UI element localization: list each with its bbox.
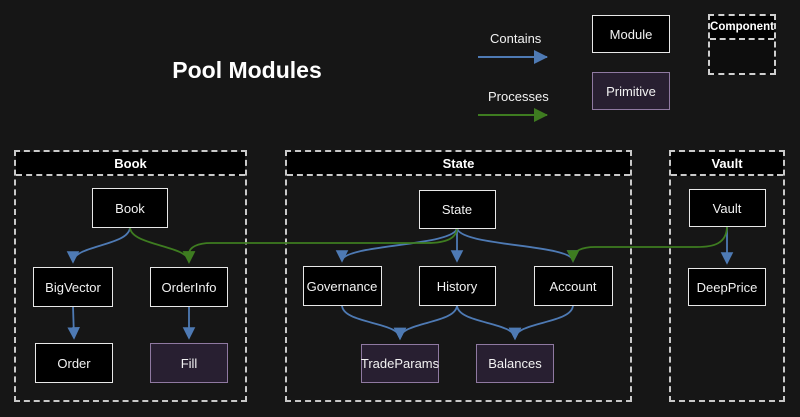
node-state: State bbox=[418, 189, 496, 229]
container-header-vault: Vault bbox=[671, 152, 783, 176]
node-balances: Balances bbox=[476, 343, 554, 383]
contains-arrow-icon bbox=[478, 50, 548, 64]
legend-module-box: Module bbox=[592, 15, 670, 53]
legend-component-box: Component bbox=[708, 14, 776, 75]
legend-component-label: Component bbox=[710, 16, 774, 40]
container-header-book: Book bbox=[16, 152, 245, 176]
node-bigvector: BigVector bbox=[33, 267, 113, 307]
legend-contains-label: Contains bbox=[490, 31, 542, 46]
container-vault: Vault bbox=[669, 150, 785, 402]
page-title: Pool Modules bbox=[172, 57, 322, 83]
legend-module-label: Module bbox=[609, 26, 653, 42]
container-state: State bbox=[285, 150, 632, 402]
node-account: Account bbox=[533, 266, 613, 306]
node-governance: Governance bbox=[302, 266, 382, 306]
node-fill: Fill bbox=[150, 343, 228, 383]
node-history: History bbox=[418, 266, 496, 306]
node-vault: Vault bbox=[688, 189, 766, 227]
node-orderinfo: OrderInfo bbox=[150, 267, 228, 307]
container-header-state: State bbox=[287, 152, 630, 176]
node-deepprice: DeepPrice bbox=[688, 268, 766, 306]
node-tradeparams: TradeParams bbox=[361, 343, 439, 383]
legend-processes-label: Processes bbox=[488, 89, 549, 104]
legend-primitive-label: Primitive bbox=[606, 83, 656, 99]
node-book: Book bbox=[92, 188, 168, 228]
container-book: Book bbox=[14, 150, 247, 402]
node-order: Order bbox=[35, 343, 113, 383]
legend-primitive-box: Primitive bbox=[592, 72, 670, 110]
processes-arrow-icon bbox=[478, 108, 548, 122]
